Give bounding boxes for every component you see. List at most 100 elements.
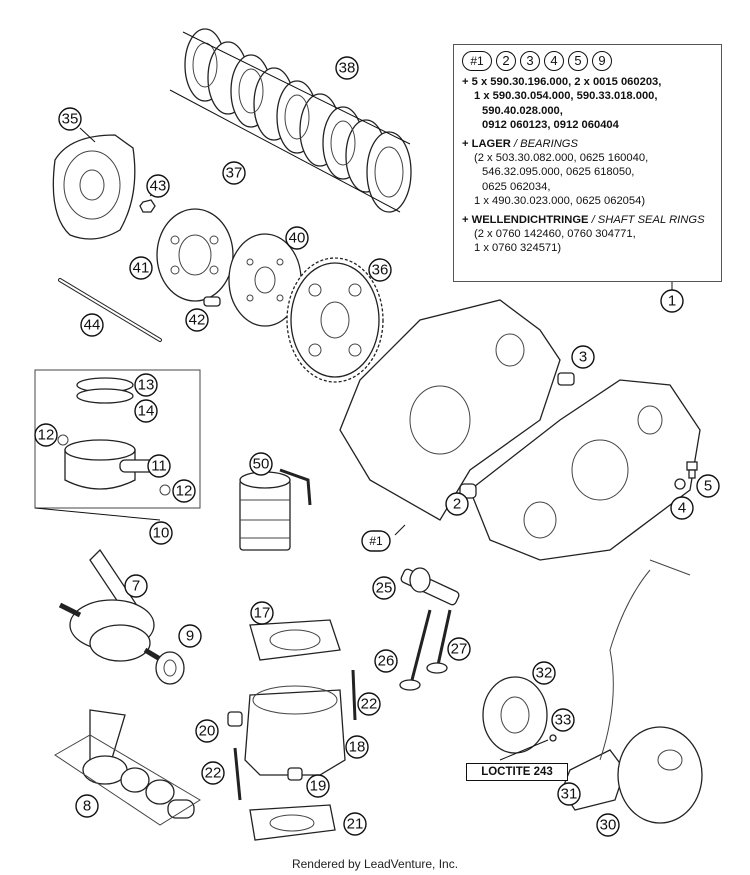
legend-text: 1 x 590.30.054.000, 590.33.018.000, [474, 90, 658, 103]
legend-ref-4: 4 [544, 51, 564, 71]
callout-5: 5 [696, 474, 720, 498]
svg-text:43: 43 [150, 178, 167, 195]
crankcase [339, 299, 701, 561]
callout-18: 18 [345, 735, 369, 759]
legend-ref-9: 9 [592, 51, 612, 71]
callout-hash1: #1 [361, 530, 391, 552]
legend-heading: + LAGER [462, 137, 511, 150]
svg-text:42: 42 [189, 312, 206, 329]
svg-text:2: 2 [453, 496, 461, 513]
callout-1: 1 [660, 289, 684, 313]
clutch-cover [52, 127, 136, 240]
legend-text: 590.40.028.000, [482, 104, 563, 117]
push-rod [58, 278, 162, 342]
svg-text:30: 30 [600, 817, 617, 834]
callout-12a: 12 [34, 423, 58, 447]
callout-21: 21 [343, 812, 367, 836]
svg-text:12: 12 [38, 427, 55, 444]
svg-text:31: 31 [561, 786, 578, 803]
svg-text:5: 5 [704, 478, 712, 495]
svg-text:26: 26 [378, 653, 395, 670]
callout-8: 8 [75, 794, 99, 818]
footer-credit: Rendered by LeadVenture, Inc. [291, 857, 459, 871]
crankshaft [58, 548, 185, 685]
ring-compressor-tool [239, 468, 312, 551]
svg-text:18: 18 [349, 739, 366, 756]
pin [203, 296, 221, 307]
svg-text:19: 19 [310, 778, 327, 795]
svg-text:14: 14 [138, 403, 155, 420]
svg-text:32: 32 [536, 665, 553, 682]
legend-text: 0912 060123, 0912 060404 [482, 119, 619, 132]
svg-text:25: 25 [376, 580, 393, 597]
svg-text:13: 13 [138, 377, 155, 394]
legend-ref-3: 3 [520, 51, 540, 71]
svg-text:#1: #1 [369, 534, 383, 548]
svg-text:22: 22 [361, 696, 378, 713]
valves [399, 609, 452, 691]
svg-text:35: 35 [62, 111, 79, 128]
callout-40: 40 [285, 226, 309, 250]
callout-27: 27 [447, 637, 471, 661]
svg-text:40: 40 [289, 230, 306, 247]
callout-17: 17 [250, 601, 274, 625]
legend-ref-2: 2 [496, 51, 516, 71]
bearing [459, 483, 477, 499]
svg-text:33: 33 [555, 712, 572, 729]
callout-7: 7 [124, 574, 148, 598]
pressure-plate [156, 208, 234, 302]
callout-30: 30 [596, 813, 620, 837]
legend-text: 1 x 490.30.023.000, 0625 062054) [474, 195, 646, 208]
loctite-label: LOCTITE 243 [466, 763, 568, 781]
callout-22a: 22 [357, 692, 381, 716]
callout-35: 35 [58, 107, 82, 131]
legend-text: (2 x 503.30.082.000, 0625 160040, [474, 152, 649, 165]
legend-bearings: + LAGER / BEARINGS (2 x 503.30.082.000, … [462, 137, 715, 209]
svg-text:7: 7 [132, 578, 140, 595]
svg-text:12: 12 [176, 483, 193, 500]
svg-text:27: 27 [451, 641, 468, 658]
legend-text: 0625 062034, [482, 180, 551, 193]
svg-text:1: 1 [668, 293, 676, 310]
callout-33: 33 [551, 708, 575, 732]
svg-text:50: 50 [253, 456, 270, 473]
svg-text:20: 20 [199, 723, 216, 740]
callout-42: 42 [185, 308, 209, 332]
washer [674, 478, 686, 490]
callout-22b: 22 [201, 761, 225, 785]
callout-26: 26 [374, 649, 398, 673]
legend-ref-1: #1 [462, 51, 492, 71]
callout-4: 4 [670, 496, 694, 520]
callout-10: 10 [149, 521, 173, 545]
callout-38: 38 [335, 56, 359, 80]
svg-text:9: 9 [186, 628, 194, 645]
callout-19: 19 [306, 774, 330, 798]
callout-41: 41 [129, 256, 153, 280]
parts-legend-box: #1 2 3 4 5 9 + 5 x 590.30.196.000, 2 x 0… [453, 44, 722, 282]
callout-32: 32 [532, 661, 556, 685]
callout-14: 14 [134, 399, 158, 423]
primary-gear [286, 257, 384, 383]
svg-text:38: 38 [339, 60, 356, 77]
svg-text:10: 10 [153, 525, 170, 542]
callout-2: 2 [445, 492, 469, 516]
legend-heading-en: / SHAFT SEAL RINGS [588, 213, 705, 226]
bearing [557, 372, 575, 386]
legend-text: + 5 x 590.30.196.000, 2 x 0015 060203, [462, 76, 662, 88]
legend-kit-list: + 5 x 590.30.196.000, 2 x 0015 060203, 1… [462, 75, 715, 133]
legend-text: 546.32.095.000, 0625 618050, [482, 166, 635, 179]
callout-3: 3 [571, 345, 595, 369]
legend-heading: + WELLENDICHTRINGE [462, 213, 589, 226]
clutch-disc-stack [169, 28, 412, 213]
callout-9: 9 [178, 624, 202, 648]
legend-ref-5: 5 [568, 51, 588, 71]
svg-text:3: 3 [579, 349, 587, 366]
svg-text:21: 21 [347, 816, 364, 833]
connecting-rod-kit [54, 709, 201, 826]
cylinder [227, 619, 357, 841]
drain-plug [686, 461, 698, 479]
piston-kit-box [34, 369, 201, 521]
callout-36: 36 [368, 258, 392, 282]
callout-44: 44 [80, 313, 104, 337]
